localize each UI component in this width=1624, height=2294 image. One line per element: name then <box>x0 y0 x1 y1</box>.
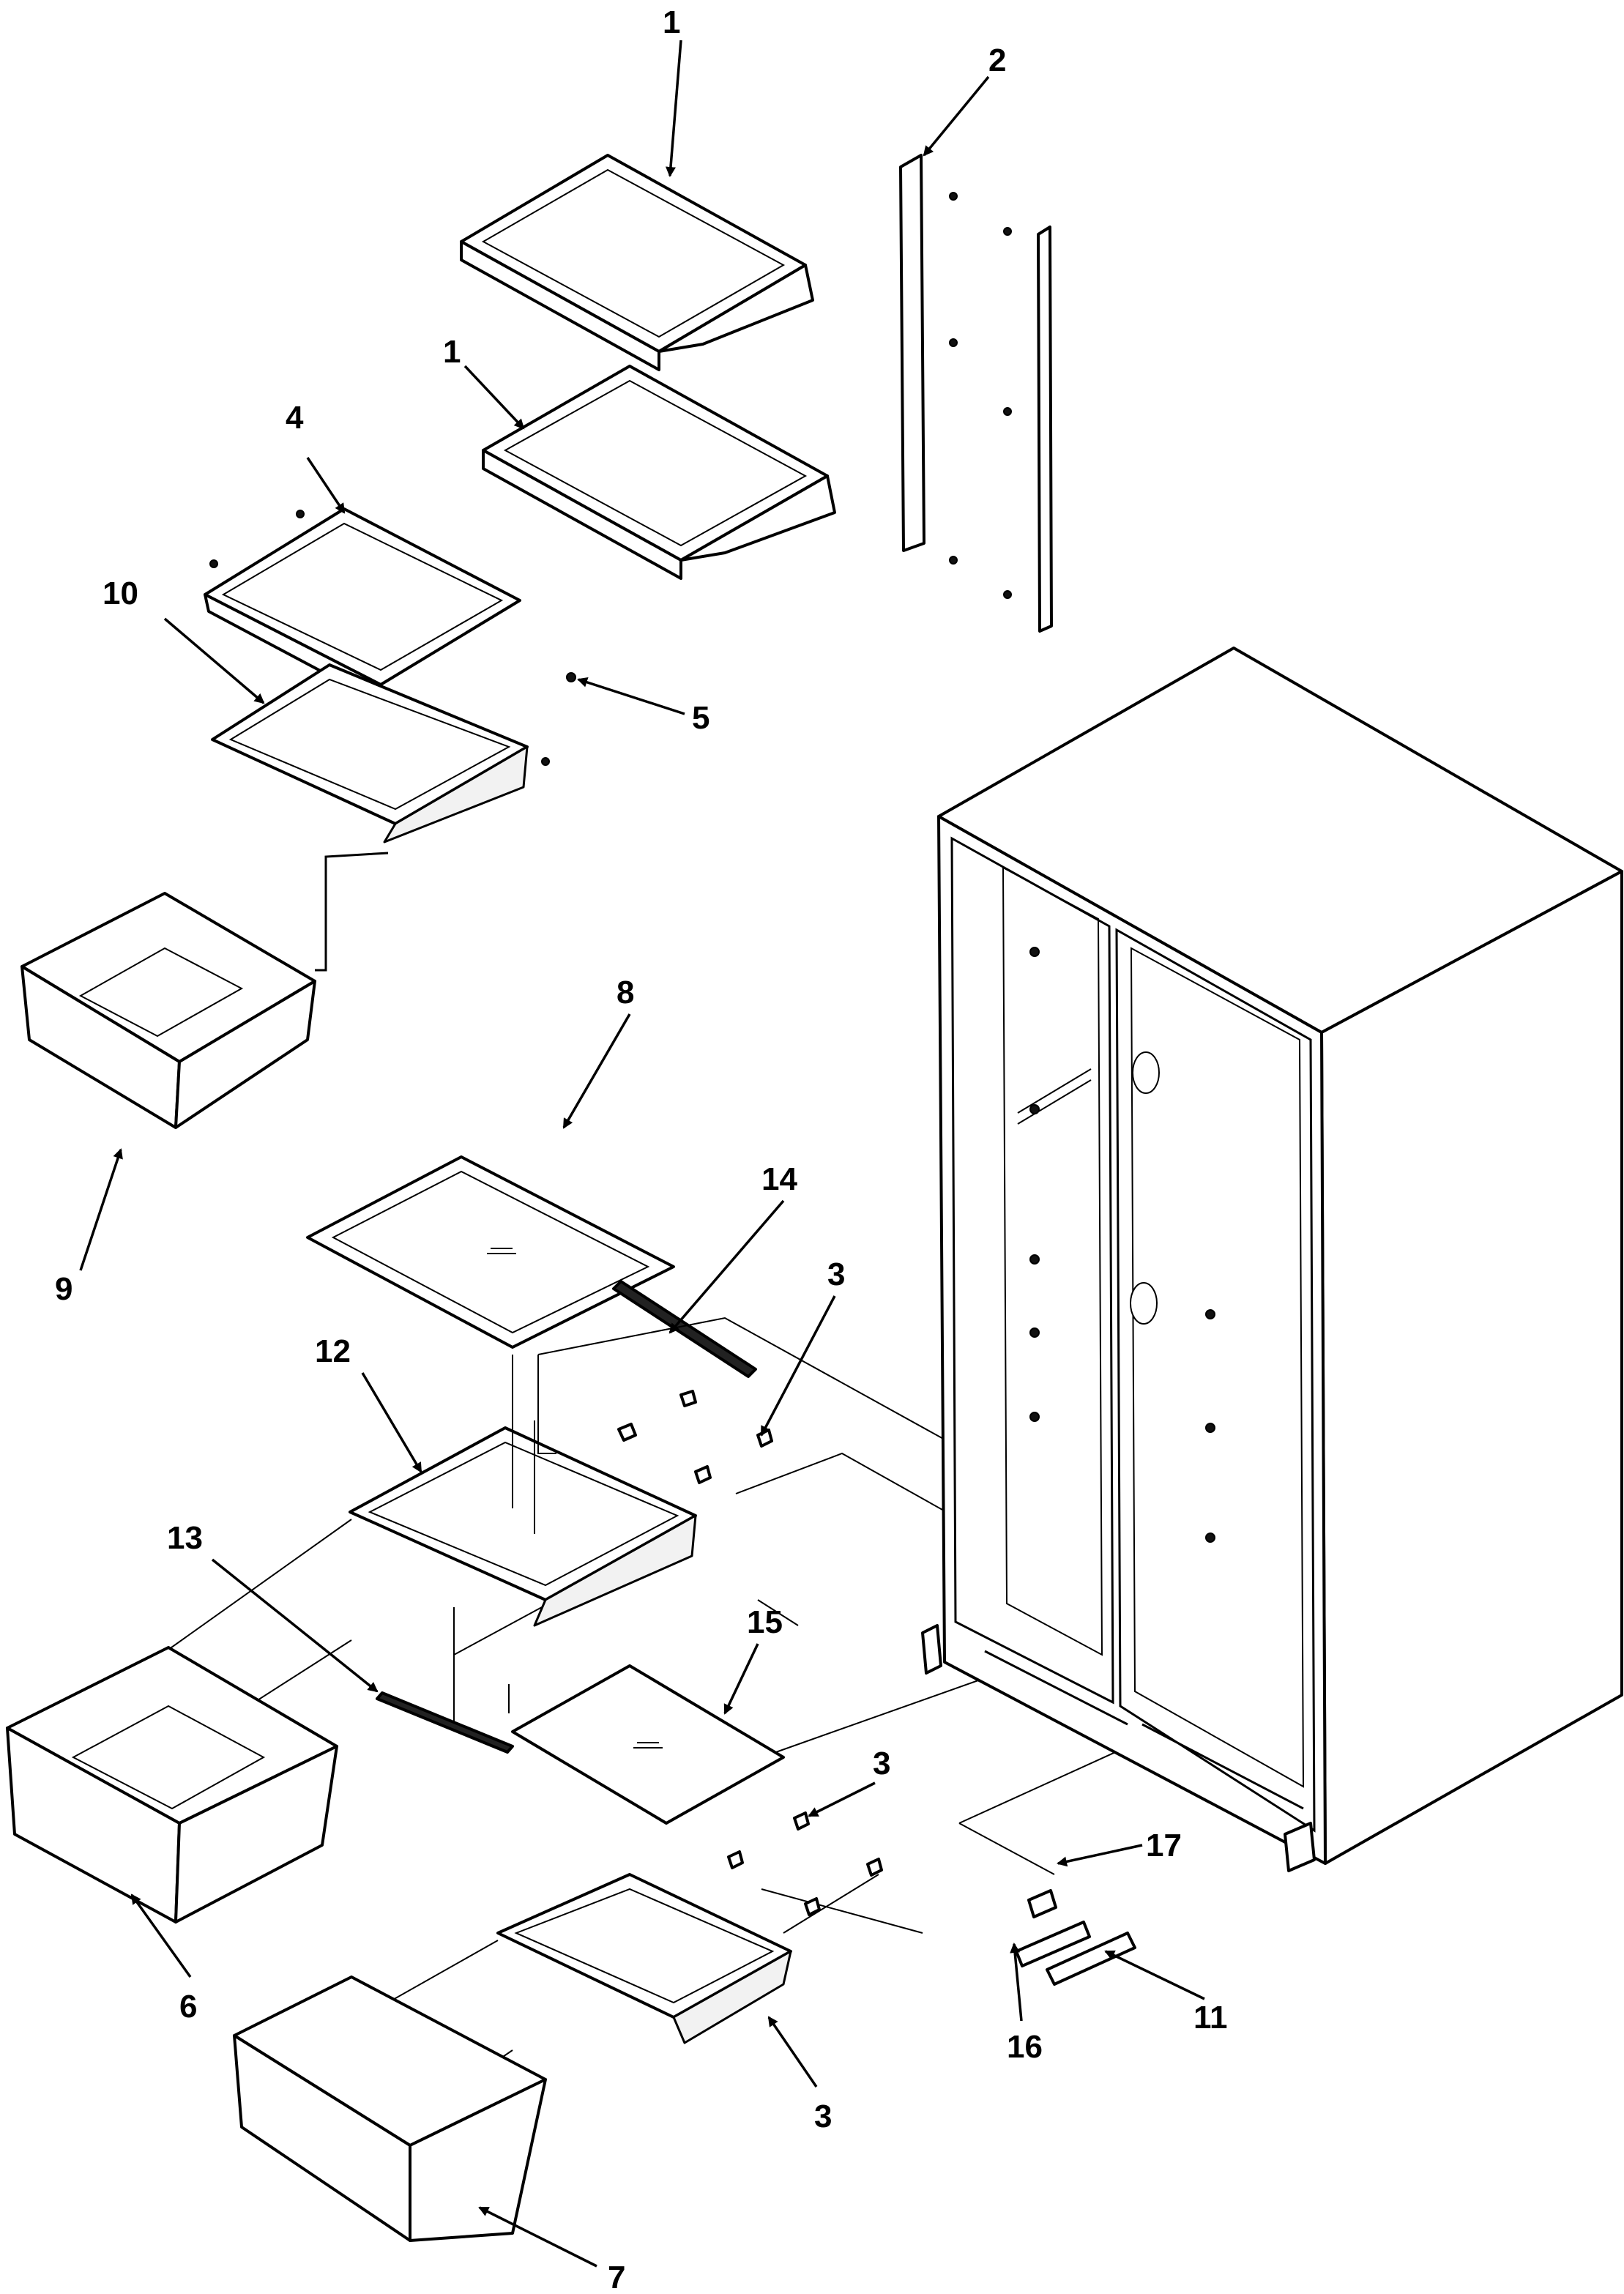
callout-10-drawer-frame: 10 <box>103 576 138 611</box>
shelf-1-lower <box>482 365 836 580</box>
callout-12-drawer-frame: 12 <box>315 1333 351 1369</box>
callout-5-screw: 5 <box>692 700 709 736</box>
callout-17-bracket: 17 <box>1146 1828 1182 1863</box>
drawer-frame-12 <box>349 1355 697 1627</box>
leader-arrows <box>79 40 1205 2268</box>
callout-3-clip-upper: 3 <box>827 1256 845 1292</box>
callout-1-lower-shelf: 1 <box>443 334 461 370</box>
callout-13-rod: 13 <box>167 1520 203 1556</box>
callout-15-glass: 15 <box>747 1604 783 1640</box>
callout-2-rail: 2 <box>988 42 1006 78</box>
callout-14-rod: 14 <box>761 1161 797 1197</box>
clip-3-lower <box>727 1811 883 1916</box>
callout-3-clip-lower: 3 <box>873 1746 890 1781</box>
glass-panel-15 <box>511 1664 785 1825</box>
glass-shelf-8 <box>306 1155 675 1349</box>
callout-3-drawer-frame: 3 <box>814 2099 832 2134</box>
crisper-bin-6 <box>6 1646 338 1924</box>
shelf-rail-2 <box>899 154 1053 633</box>
rod-13 <box>376 1691 514 1754</box>
refrigerator-cabinet <box>921 647 1623 1872</box>
callout-16-bracket: 16 <box>1007 2029 1043 2065</box>
shelf-4 <box>204 507 576 704</box>
callout-8-glass-shelf: 8 <box>617 975 634 1010</box>
bracket-parts <box>1015 1889 1136 1986</box>
drawer-frame-10 <box>211 663 550 844</box>
clip-3-upper <box>617 1390 773 1484</box>
callout-7-crisper: 7 <box>608 2260 625 2294</box>
crisper-bin-7 <box>233 1975 547 2242</box>
callout-11-bracket: 11 <box>1193 2000 1228 2036</box>
drawer-frame-3 <box>496 1873 792 2044</box>
rod-14 <box>612 1280 757 1378</box>
callout-9-crisper: 9 <box>55 1271 72 1307</box>
callout-1-upper-shelf: 1 <box>663 4 680 40</box>
callout-4-shelf: 4 <box>286 400 304 436</box>
callout-6-crisper: 6 <box>179 1989 197 2025</box>
crisper-bin-9 <box>21 892 316 1129</box>
shelf-1-upper <box>460 154 814 371</box>
